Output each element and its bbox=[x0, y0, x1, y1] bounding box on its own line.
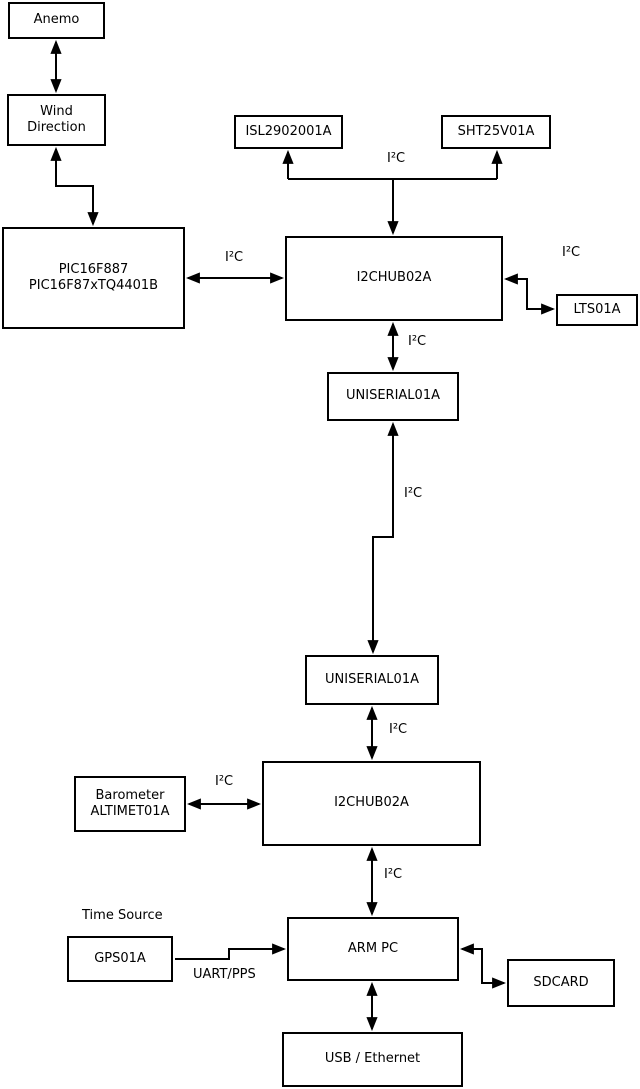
node-isl2902001a-label: ISL2902001A bbox=[245, 123, 332, 139]
label-time-source: Time Source bbox=[82, 908, 163, 923]
node-gps01a: GPS01A bbox=[67, 936, 173, 982]
node-isl2902001a: ISL2902001A bbox=[234, 115, 343, 149]
node-lts01a: LTS01A bbox=[556, 294, 638, 326]
label-i2c-lts: I²C bbox=[562, 245, 581, 260]
node-i2chub-top-label: I2CHUB02A bbox=[356, 270, 432, 286]
node-wind-direction-label: Wind Direction bbox=[27, 103, 86, 135]
node-arm-pc-label: ARM PC bbox=[347, 940, 399, 956]
node-sdcard: SDCARD bbox=[507, 959, 615, 1007]
label-i2c-uniserial-hub: I²C bbox=[389, 722, 408, 737]
node-lts01a-label: LTS01A bbox=[573, 301, 621, 317]
node-usb-ethernet: USB / Ethernet bbox=[282, 1032, 463, 1087]
node-i2chub-bottom: I2CHUB02A bbox=[262, 761, 481, 846]
node-arm-pc: ARM PC bbox=[287, 917, 459, 981]
edge-uniserial-top-uniserial-bottom bbox=[367, 421, 399, 655]
node-i2chub-bottom-label: I2CHUB02A bbox=[334, 795, 409, 811]
node-uniserial-top: UNISERIAL01A bbox=[327, 372, 459, 421]
node-i2chub-top: I2CHUB02A bbox=[285, 236, 503, 321]
node-uniserial-bottom: UNISERIAL01A bbox=[305, 655, 439, 705]
edge-armpc-sdcard bbox=[459, 943, 507, 989]
label-i2c-long-link: I²C bbox=[404, 486, 423, 501]
label-i2c-hub-uniserial: I²C bbox=[408, 334, 427, 349]
edge-i2chub-top-lts bbox=[503, 273, 556, 315]
label-i2c-hub-armpc: I²C bbox=[384, 867, 403, 882]
node-sht25v01a-label: SHT25V01A bbox=[457, 123, 535, 139]
node-anemo: Anemo bbox=[8, 2, 105, 39]
edge-winddirection-pic bbox=[50, 146, 99, 227]
node-gps01a-label: GPS01A bbox=[94, 950, 146, 966]
label-i2c-sensorbus: I²C bbox=[387, 151, 406, 166]
node-anemo-label: Anemo bbox=[33, 12, 80, 28]
label-uart-pps: UART/PPS bbox=[193, 967, 256, 982]
node-uniserial-top-label: UNISERIAL01A bbox=[346, 388, 440, 404]
node-wind-direction: Wind Direction bbox=[7, 94, 106, 146]
edge-gps-armpc bbox=[175, 943, 287, 960]
node-pic: PIC16F887 PIC16F87xTQ4401B bbox=[2, 227, 185, 329]
node-barometer-label: Barometer ALTIMET01A bbox=[90, 787, 170, 819]
node-sht25v01a: SHT25V01A bbox=[441, 115, 551, 149]
node-uniserial-bottom-label: UNISERIAL01A bbox=[325, 671, 419, 687]
label-i2c-barometer: I²C bbox=[215, 774, 234, 789]
node-barometer: Barometer ALTIMET01A bbox=[74, 776, 186, 832]
node-usb-ethernet-label: USB / Ethernet bbox=[324, 1051, 421, 1067]
node-pic-label: PIC16F887 PIC16F87xTQ4401B bbox=[28, 261, 159, 293]
label-i2c-pic-hub: I²C bbox=[225, 250, 244, 265]
node-sdcard-label: SDCARD bbox=[533, 974, 589, 990]
